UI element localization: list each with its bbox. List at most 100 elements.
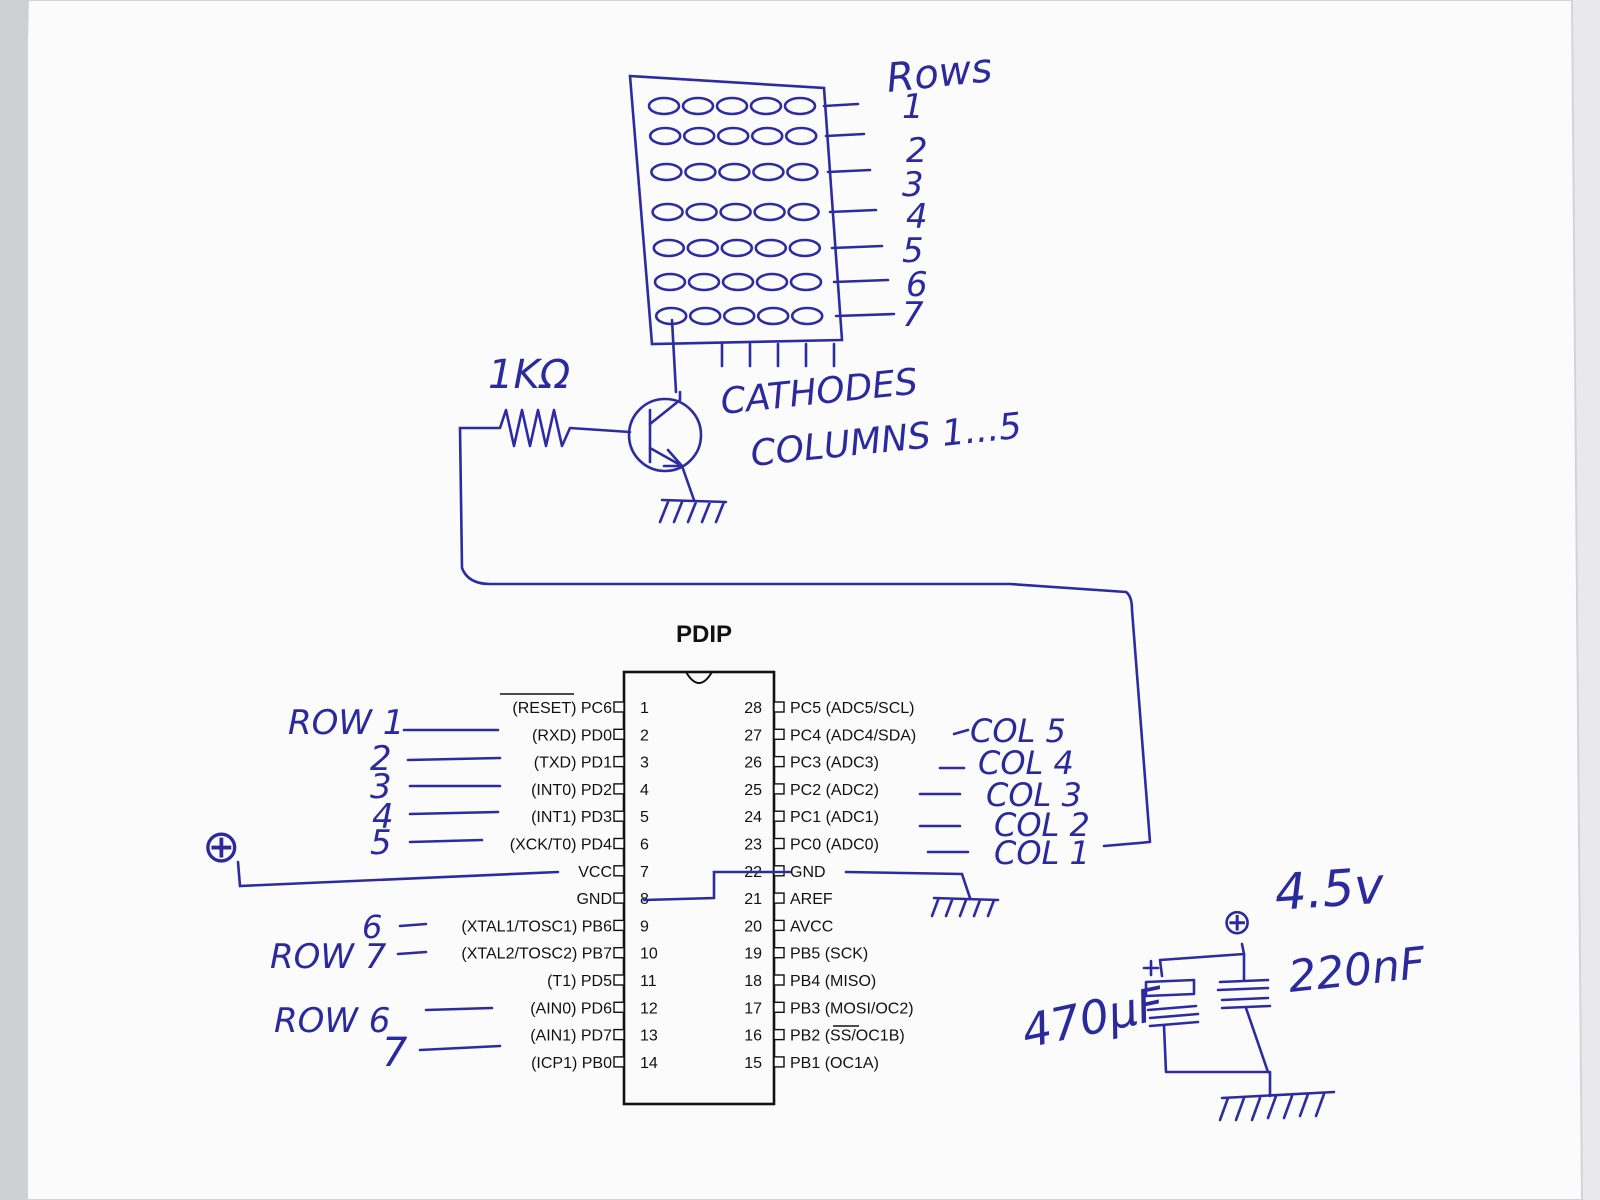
pin-number: 25 [744, 782, 762, 799]
led [756, 306, 790, 326]
vcc-wire [236, 860, 560, 888]
row2-wire [406, 756, 502, 762]
cap-ceramic-lead [1242, 952, 1270, 1074]
led [784, 126, 818, 146]
pin-pad [613, 1056, 625, 1068]
row-annotation: 4 [372, 797, 394, 837]
pin-pad [773, 919, 785, 932]
pin-number: 27 [744, 727, 762, 744]
pin-name: AREF [790, 891, 833, 908]
pin-number: 10 [640, 946, 658, 963]
pin-number: 26 [744, 755, 762, 772]
chip-body [622, 670, 776, 1106]
led [720, 238, 754, 258]
pin-name: PC5 (ADC5/SCL) [790, 700, 914, 717]
led [753, 202, 786, 222]
led [686, 238, 720, 258]
led [786, 162, 819, 182]
col-annotation: COL 2 [994, 806, 1090, 844]
led [650, 162, 683, 182]
led [783, 96, 817, 116]
pin-name: (RXD) PD0 [532, 727, 612, 744]
ground-chip [930, 896, 1000, 918]
pin-name: (AIN0) PD6 [530, 1000, 612, 1017]
pin-pad [613, 947, 625, 959]
ground-supply [1218, 1090, 1336, 1122]
row-annotation: ROW 1 [288, 703, 404, 743]
row-number: 5 [902, 231, 924, 271]
led [719, 202, 752, 222]
pin-name: (T1) PD5 [547, 973, 612, 990]
pin-pad [773, 947, 785, 959]
pin-name: (XTAL1/TOSC1) PB6 [461, 918, 612, 935]
transistor-symbol [627, 397, 703, 473]
power-supply [1142, 942, 1336, 1122]
pin-pad [613, 810, 625, 822]
row-annotation: 5 [370, 823, 392, 863]
col-annotation: COL 5 [970, 712, 1066, 750]
led [787, 202, 820, 222]
row-annotation: ROW 6 [274, 1001, 390, 1041]
pin-pad [773, 755, 785, 768]
cap-electrolytic-plus [1142, 959, 1160, 977]
pin-pad [773, 701, 785, 713]
pin-pad [613, 701, 625, 713]
led [688, 306, 722, 326]
row-number: 3 [902, 165, 924, 205]
led [651, 202, 684, 222]
row6-pb6-wire [398, 922, 428, 928]
pin-number: 16 [744, 1028, 762, 1045]
pin-pad [613, 974, 625, 986]
row-lead [822, 102, 860, 108]
pin-number: 21 [744, 891, 762, 908]
pin-name: (RESET) PC6 [512, 700, 612, 717]
row-annotation: 6 [362, 908, 382, 946]
led [790, 306, 824, 326]
pin-number: 3 [640, 755, 649, 772]
row-leads [822, 102, 896, 318]
pin-pad [613, 892, 625, 904]
col1-wire [458, 426, 1152, 848]
pin-name: GND [576, 891, 612, 908]
pin-pad [773, 837, 785, 850]
rows-label: Rows [884, 45, 994, 102]
pin-name: (TXD) PD1 [534, 755, 612, 772]
pin-number: 13 [640, 1028, 658, 1045]
pin-name: PB3 (MOSI/OC2) [790, 1000, 914, 1017]
led [750, 126, 784, 146]
led [788, 238, 822, 258]
transistor-emitter-arrow [662, 448, 684, 468]
pin-name: (XTAL2/TOSC2) PB7 [461, 946, 612, 963]
pin-name: (ICP1) PB0 [531, 1055, 612, 1072]
pin-name: PC0 (ADC0) [790, 837, 879, 854]
led [754, 238, 788, 258]
pin-name: PC4 (ADC4/SDA) [790, 727, 916, 744]
pin-name: PB2 (SS/OC1B) [790, 1028, 905, 1045]
pin-name: (AIN1) PD7 [530, 1028, 612, 1045]
pin-pad [613, 1001, 625, 1013]
pin-name: PC3 (ADC3) [790, 755, 879, 772]
row7-pd7-wire [418, 1044, 502, 1052]
gnd-link-wire [642, 870, 792, 902]
row-number: 7 [902, 295, 924, 335]
row-lead [824, 132, 866, 138]
chip-outline [622, 670, 776, 1106]
led [687, 272, 721, 292]
row-lead [826, 168, 872, 174]
pin-pad [613, 783, 625, 795]
pin-number: 15 [744, 1055, 762, 1072]
pin-pad [773, 1056, 785, 1068]
pin-pad [773, 728, 785, 740]
resistor-label: 1KΩ [488, 352, 571, 398]
led [652, 238, 686, 258]
row5-wire [408, 838, 484, 844]
led-grid [647, 96, 824, 326]
resistor-zigzag [458, 408, 632, 448]
led [721, 272, 755, 292]
cap-electrolytic-plate-top [1144, 978, 1196, 998]
emitter-to-led-wire [670, 318, 678, 394]
pin-name: PB4 (MISO) [790, 973, 876, 990]
